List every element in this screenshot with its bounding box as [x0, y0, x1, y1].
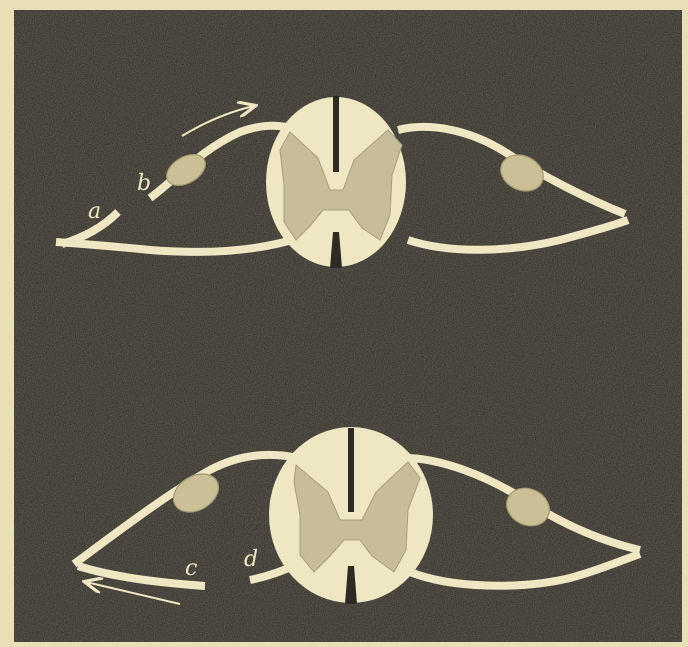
label-b: b [137, 171, 151, 196]
label-d: d [244, 547, 258, 572]
top-cord-dorsal-fissure [333, 96, 339, 172]
label-a: a [88, 199, 101, 224]
bottom-spinal-cord-section [269, 427, 433, 604]
top-spinal-cord-section [266, 96, 406, 268]
bottom-cord-dorsal-fissure [348, 428, 354, 512]
label-c: c [185, 556, 197, 581]
